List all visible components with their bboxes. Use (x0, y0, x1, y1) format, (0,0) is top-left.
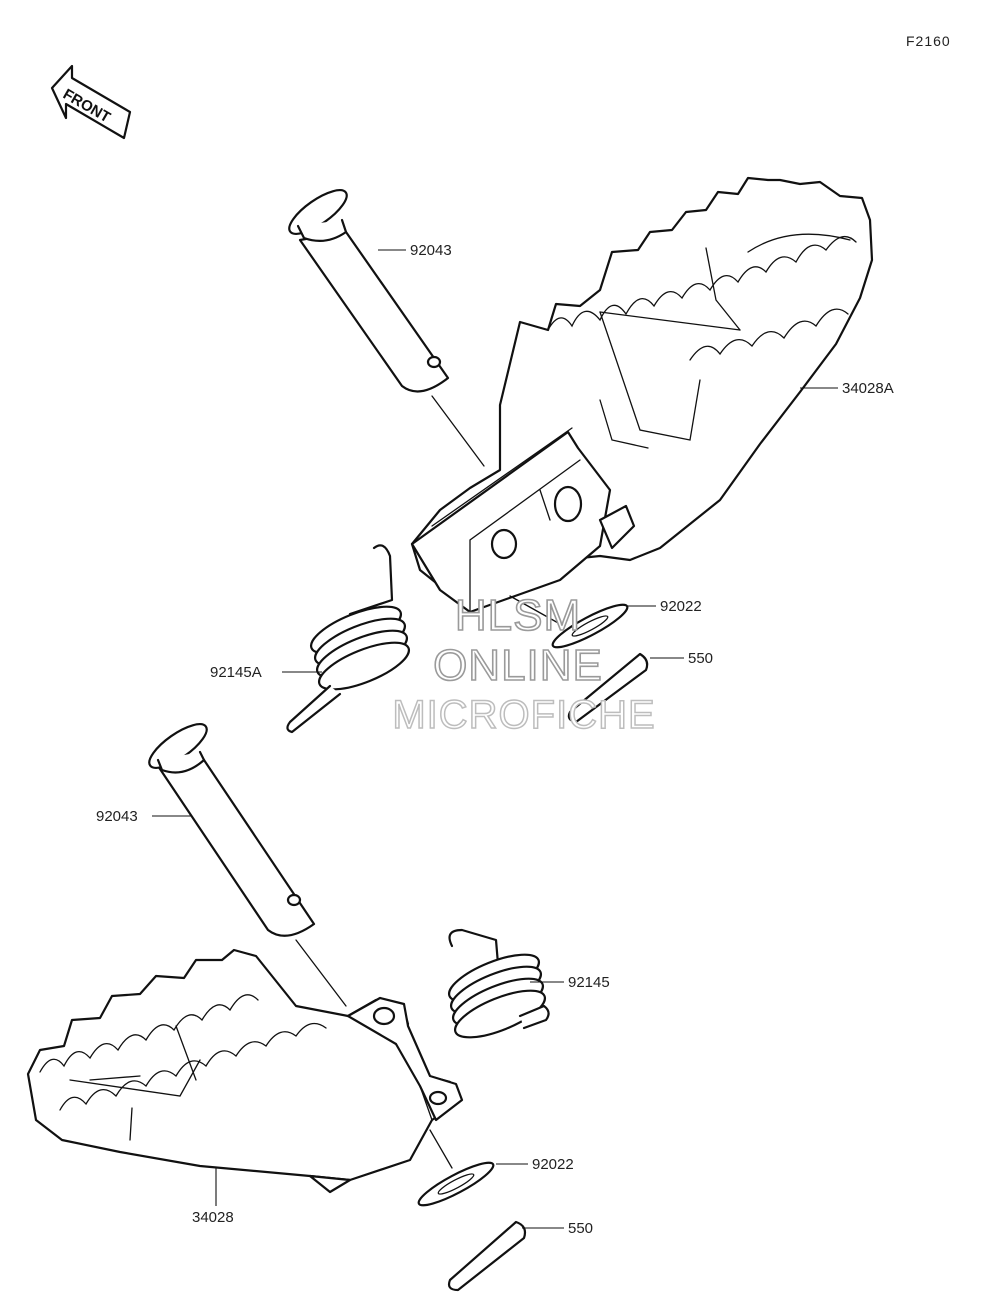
label-cotter-upper[interactable]: 550 (688, 650, 713, 667)
watermark: HLSM ONLINE MICROFICHE (392, 590, 656, 738)
label-footpeg-upper[interactable]: 34028A (842, 380, 894, 397)
label-washer-upper[interactable]: 92022 (660, 598, 702, 615)
diagram-code: F2160 (906, 33, 951, 49)
footpeg-upper (410, 176, 874, 625)
cotter-pin-lower (447, 1220, 527, 1292)
spring-lower (447, 928, 550, 1039)
watermark-line2: ONLINE (433, 641, 603, 690)
footpeg-lower (26, 948, 464, 1194)
watermark-line1: HLSM (455, 591, 581, 640)
washer-lower (417, 1161, 495, 1207)
pin-upper (288, 189, 485, 467)
label-washer-lower[interactable]: 92022 (532, 1156, 574, 1173)
pin-lower (148, 723, 347, 1007)
front-arrow-icon: FRONT (50, 64, 132, 140)
leader-lines (152, 249, 838, 1229)
watermark-line3: MICROFICHE (392, 693, 655, 737)
label-cotter-lower[interactable]: 550 (568, 1220, 593, 1237)
cotter-pin-upper (567, 652, 649, 724)
label-footpeg-lower[interactable]: 34028 (192, 1209, 234, 1226)
label-pin-upper[interactable]: 92043 (410, 242, 452, 259)
label-pin-lower[interactable]: 92043 (96, 808, 138, 825)
spring-upper (286, 544, 411, 734)
label-spring-lower[interactable]: 92145 (568, 974, 610, 991)
label-spring-upper[interactable]: 92145A (210, 664, 262, 681)
